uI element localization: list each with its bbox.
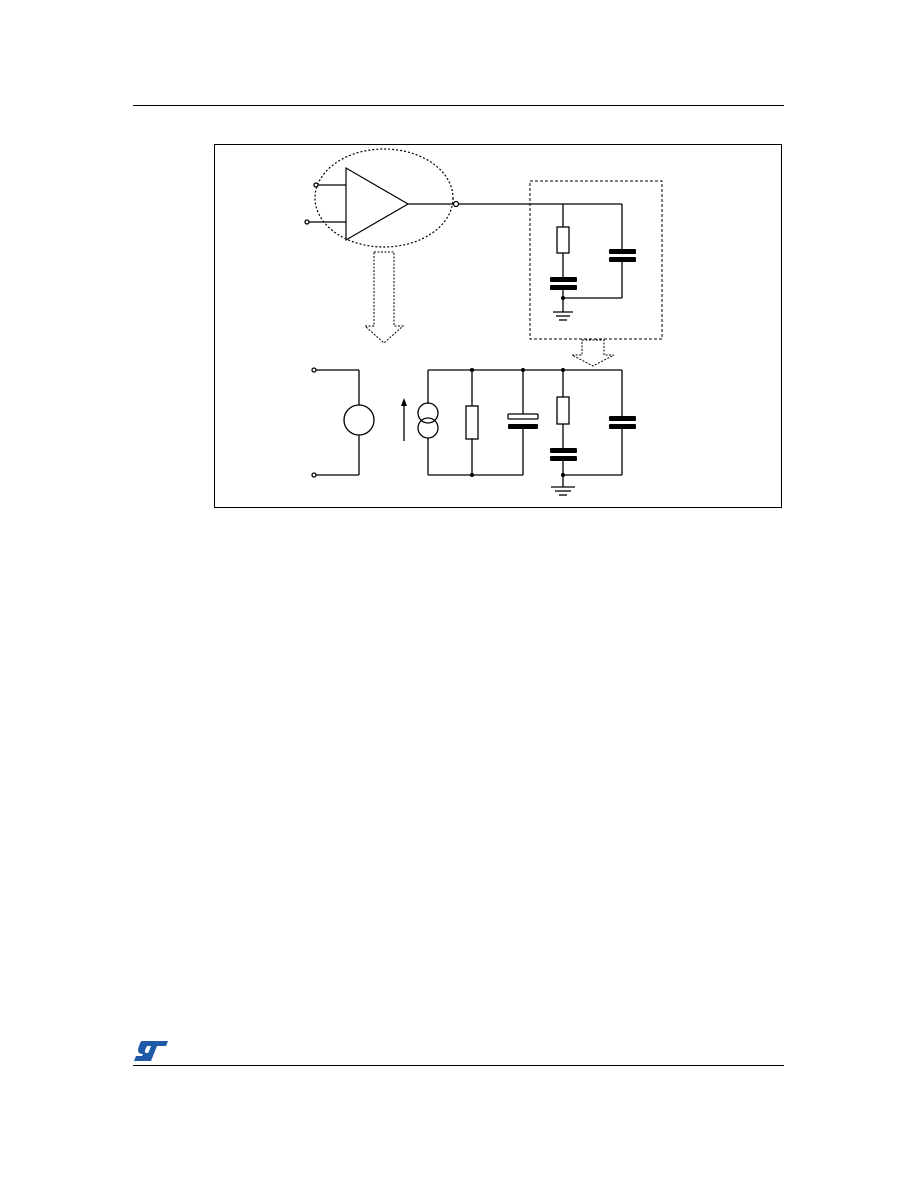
load-junction-node (561, 296, 565, 300)
current-source-icon-lower (417, 417, 439, 439)
eq-load-series-capacitor-plate-top (550, 448, 577, 453)
opamp-output-terminal (452, 200, 460, 208)
footer-rule (133, 1065, 784, 1066)
output-node-top-1 (470, 368, 474, 372)
eq-load-parallel-capacitor-plate-bottom (609, 424, 636, 429)
eq-load-series-capacitor-plate-bottom (550, 456, 577, 461)
load-series-capacitor-plate-bottom (550, 285, 577, 290)
current-source-icon (417, 402, 439, 424)
opamp-triangle (345, 166, 410, 242)
output-node-top-2 (521, 368, 525, 372)
equivalent-input-terminal-top (311, 367, 317, 373)
voltage-source-icon (343, 404, 375, 436)
opamp-input-minus-terminal (304, 219, 310, 225)
output-node-bottom-1 (470, 473, 474, 477)
eq-load-resistor (556, 396, 570, 425)
load-parallel-capacitor-plate-top (609, 249, 636, 254)
load-parallel-capacitor-plate-bottom (609, 257, 636, 262)
equivalent-input-terminal-bottom (311, 472, 317, 478)
equivalent-arrow-large (363, 251, 405, 344)
output-resistor (465, 405, 479, 440)
eq-load-parallel-capacitor-plate-top (609, 416, 636, 421)
output-capacitor-plate-top (507, 413, 539, 420)
st-logo-icon (134, 1041, 168, 1061)
load-boundary-box (529, 180, 663, 340)
equivalent-arrow-small (571, 339, 615, 367)
opamp-boundary-ellipse (314, 148, 454, 248)
current-direction-arrow-head (401, 398, 407, 406)
opamp-input-plus-terminal (313, 182, 319, 188)
load-resistor (556, 226, 570, 254)
header-rule (133, 105, 784, 106)
figure-frame (214, 144, 782, 508)
output-capacitor-plate-bottom (508, 424, 538, 429)
load-series-capacitor-plate-top (550, 277, 577, 282)
eq-load-node-top (561, 368, 565, 372)
